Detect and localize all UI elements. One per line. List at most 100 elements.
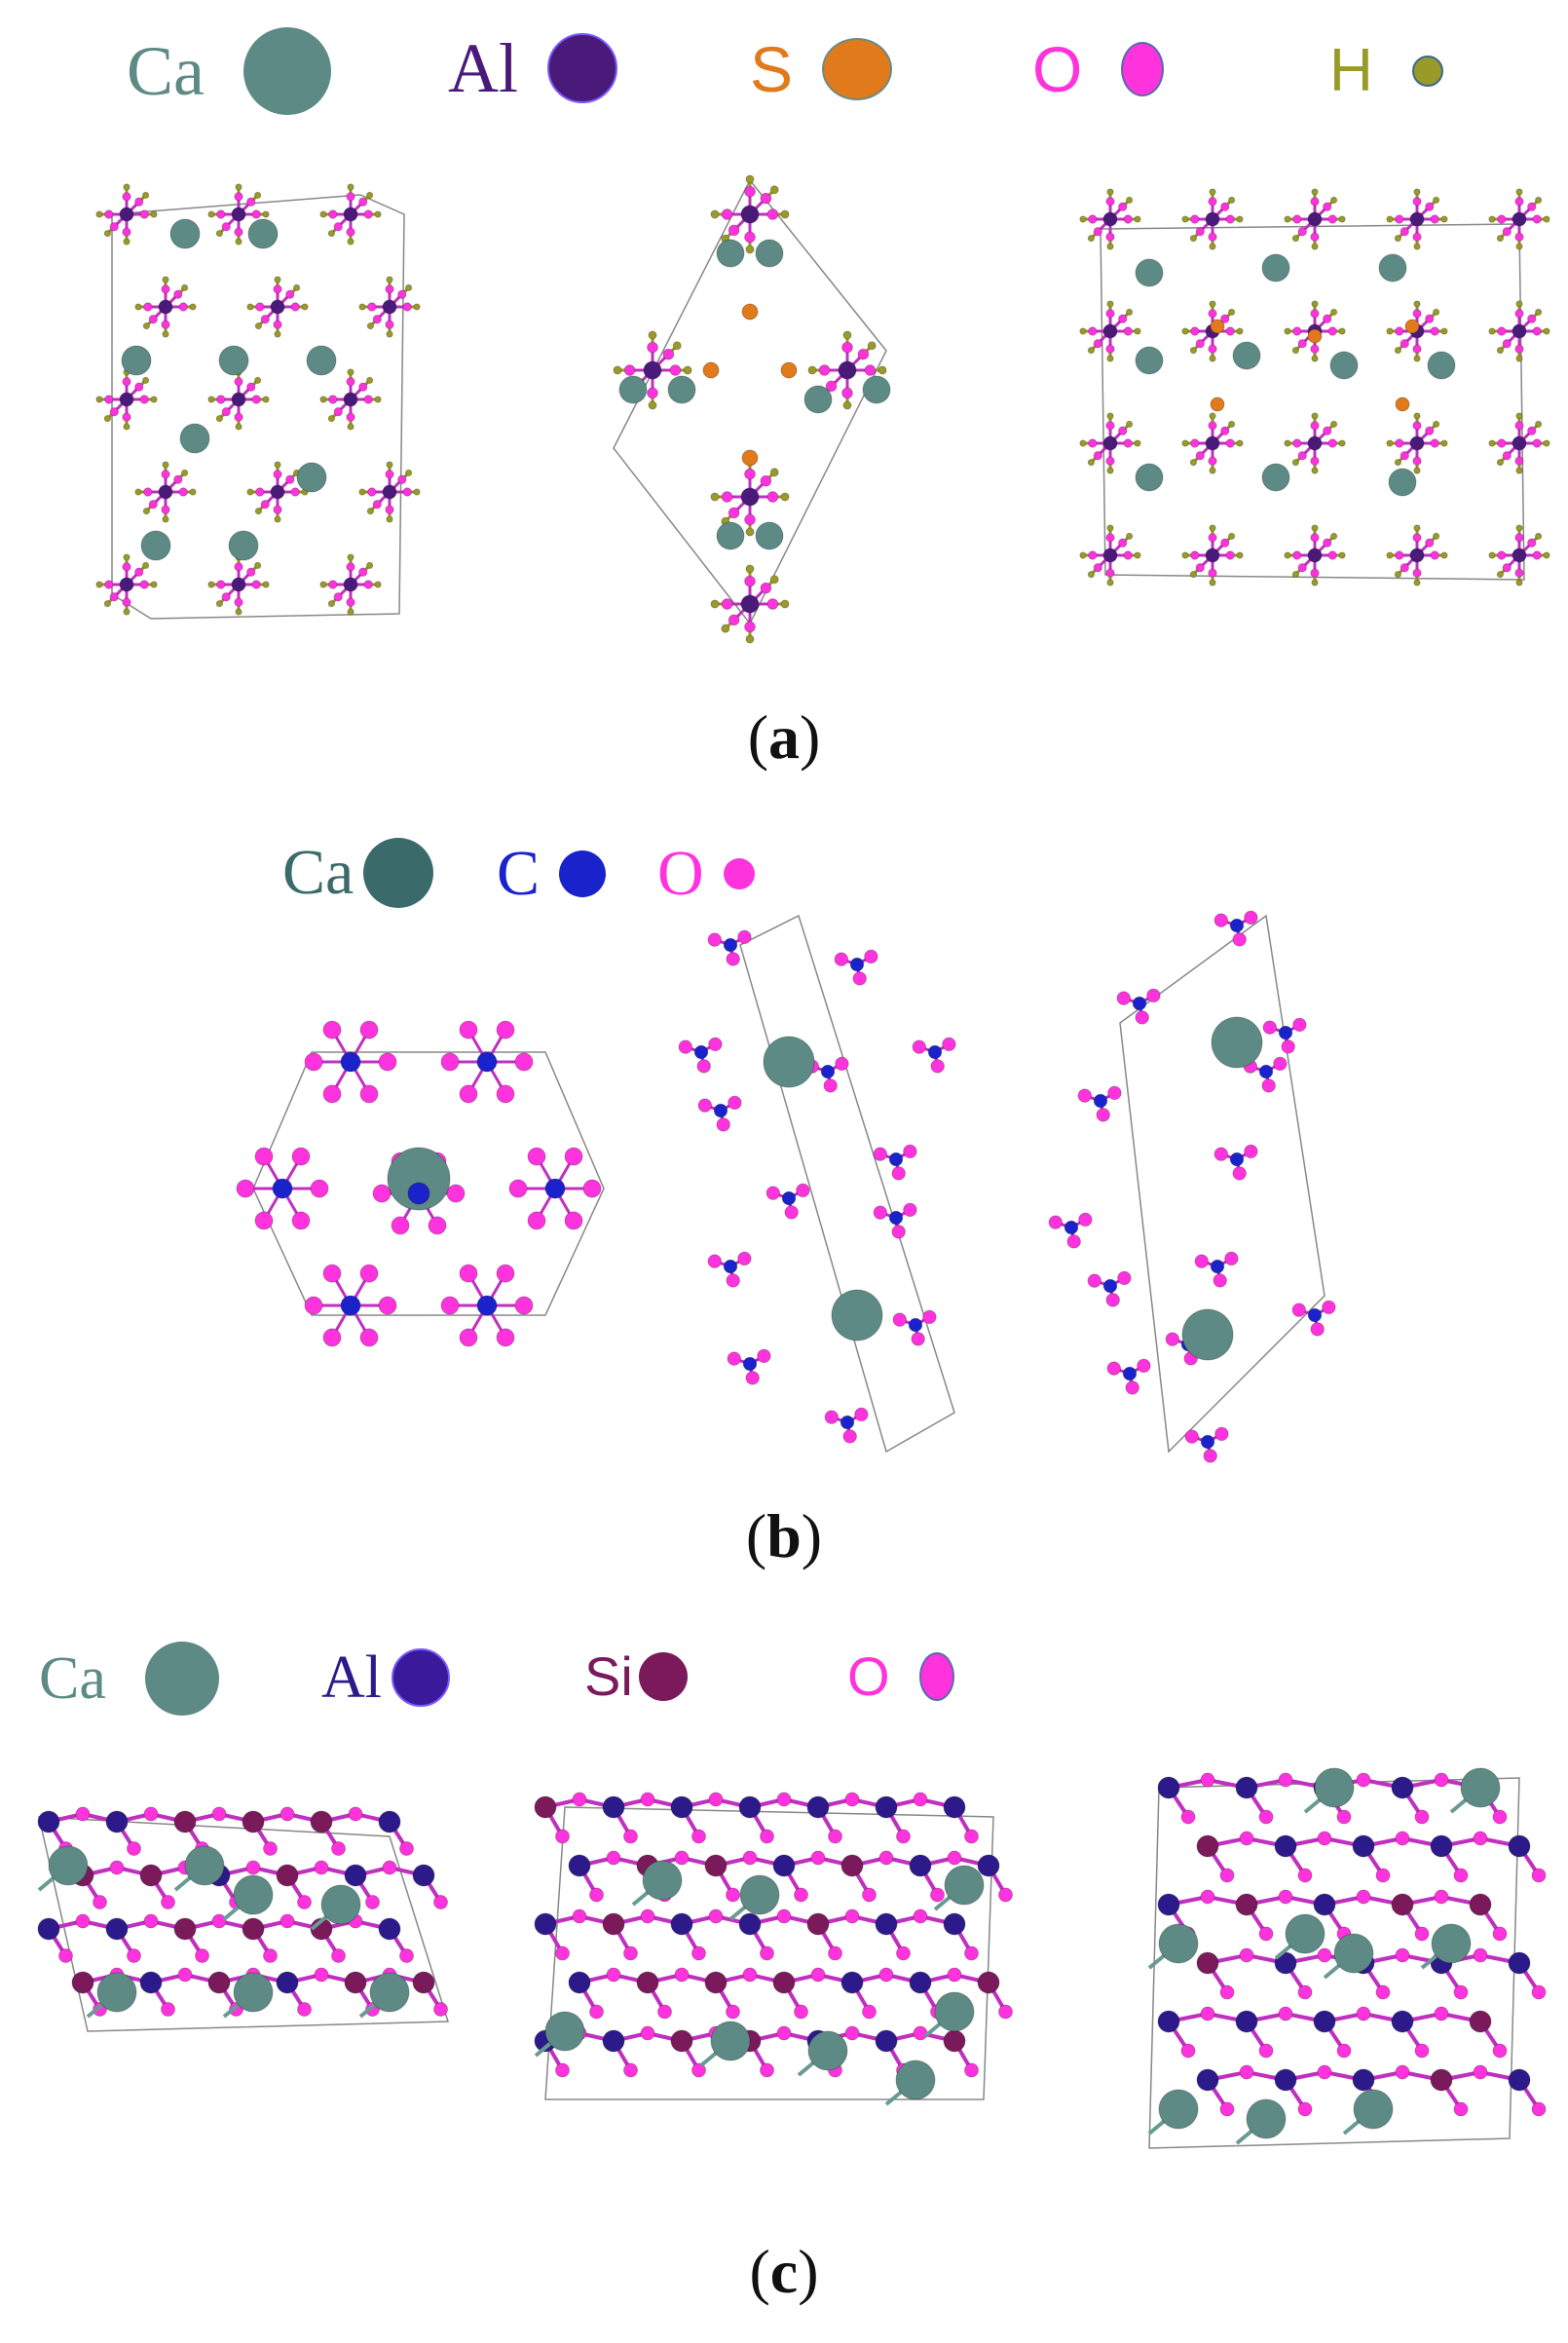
- al-atom: [738, 1795, 762, 1819]
- o-atom: [744, 513, 756, 526]
- o-atom: [365, 1895, 380, 1909]
- h-atom: [769, 185, 779, 195]
- h-atom: [150, 581, 158, 588]
- o-atom: [1125, 1380, 1139, 1395]
- ca-atom: [618, 375, 648, 404]
- o-atom: [674, 1850, 690, 1866]
- o-atom: [372, 315, 382, 324]
- o-atom: [440, 1052, 460, 1072]
- al-atom: [806, 1795, 830, 1819]
- h-atom: [1386, 551, 1394, 559]
- h-atom: [103, 229, 112, 238]
- o-atom: [744, 185, 756, 198]
- o-atom: [1497, 326, 1507, 336]
- o-atom: [1412, 344, 1422, 354]
- h-atom: [301, 303, 309, 311]
- o-atom: [707, 932, 723, 947]
- al-atom: [378, 1810, 401, 1833]
- s-atom: [1307, 328, 1323, 344]
- o-atom: [823, 1078, 838, 1093]
- c-atom: [1064, 1220, 1079, 1235]
- si-atom: [207, 1971, 231, 1994]
- o-atom: [1190, 214, 1200, 224]
- o-atom: [834, 952, 849, 966]
- o-atom: [1088, 550, 1098, 560]
- h-atom: [358, 488, 366, 496]
- h-atom: [1311, 300, 1319, 308]
- h-atom: [1079, 215, 1087, 223]
- al-atom: [602, 2029, 625, 2053]
- h-atom: [319, 581, 327, 588]
- o-atom: [555, 2062, 570, 2078]
- h-atom: [1496, 570, 1505, 579]
- unit-cell-edge: [1119, 914, 1325, 1454]
- h-atom: [1413, 579, 1421, 586]
- al-atom: [670, 1912, 693, 1936]
- ca-atom-icon: [363, 838, 434, 908]
- h-atom: [180, 283, 189, 292]
- h-atom: [253, 561, 262, 570]
- o-atom: [744, 468, 756, 480]
- al-atom: [1196, 2068, 1219, 2092]
- o-atom: [964, 1829, 979, 1844]
- o-atom: [260, 500, 270, 510]
- h-atom: [1338, 327, 1346, 335]
- o-atom: [1208, 232, 1217, 242]
- s-atom: [1210, 319, 1225, 334]
- o-atom: [122, 562, 131, 572]
- s-atom: [741, 303, 759, 321]
- o-atom: [1213, 1147, 1229, 1161]
- o-atom: [1310, 568, 1320, 578]
- c-atom: [1229, 1152, 1245, 1167]
- al-atom: [1102, 323, 1118, 339]
- legend-label: O: [847, 1645, 890, 1707]
- al-atom: [602, 1795, 625, 1819]
- o-atom: [440, 1296, 460, 1315]
- o-atom: [1244, 910, 1258, 926]
- o-atom: [852, 971, 867, 986]
- o-atom: [1200, 1889, 1215, 1905]
- ca-atom: [184, 1845, 225, 1886]
- o-atom: [211, 1913, 227, 1929]
- h-atom: [358, 303, 366, 311]
- al-atom: [343, 207, 358, 222]
- o-atom: [1412, 197, 1422, 207]
- h-atom: [292, 283, 301, 292]
- h-atom: [1394, 234, 1402, 243]
- o-atom: [1395, 326, 1404, 336]
- legend-label: S: [750, 33, 794, 105]
- h-atom: [1181, 551, 1189, 559]
- o-atom: [1093, 227, 1102, 237]
- o-atom: [1310, 456, 1320, 466]
- ca-atom: [1135, 258, 1164, 287]
- o-atom: [697, 1098, 713, 1113]
- s-atom-icon: [822, 38, 893, 100]
- h-atom: [1440, 551, 1448, 559]
- si-atom: [534, 1795, 557, 1819]
- o-atom: [1514, 456, 1524, 466]
- h-atom: [1311, 355, 1319, 362]
- h-atom-icon: [1411, 56, 1443, 87]
- h-atom: [1106, 412, 1114, 420]
- o-atom: [744, 621, 756, 633]
- h-atom: [613, 365, 622, 375]
- o-atom: [385, 284, 394, 294]
- h-atom: [235, 423, 243, 431]
- c-atom: [1258, 1064, 1274, 1079]
- h-atom: [235, 183, 243, 191]
- o-atom: [177, 1967, 193, 1983]
- ca-atom: [247, 218, 279, 249]
- h-atom: [1227, 420, 1236, 429]
- o-atom: [1514, 568, 1524, 578]
- anorthite-structure-view-3: [1147, 1767, 1547, 2149]
- ca-atom-icon: [243, 27, 331, 115]
- o-atom: [1400, 339, 1409, 349]
- o-atom: [1292, 550, 1302, 560]
- o-atom: [696, 1059, 711, 1074]
- h-atom: [1311, 524, 1319, 532]
- h-atom: [1291, 346, 1300, 355]
- caption-letter: b: [766, 1501, 802, 1570]
- h-atom: [1087, 346, 1096, 355]
- o-atom: [359, 1084, 379, 1104]
- h-atom: [123, 238, 131, 246]
